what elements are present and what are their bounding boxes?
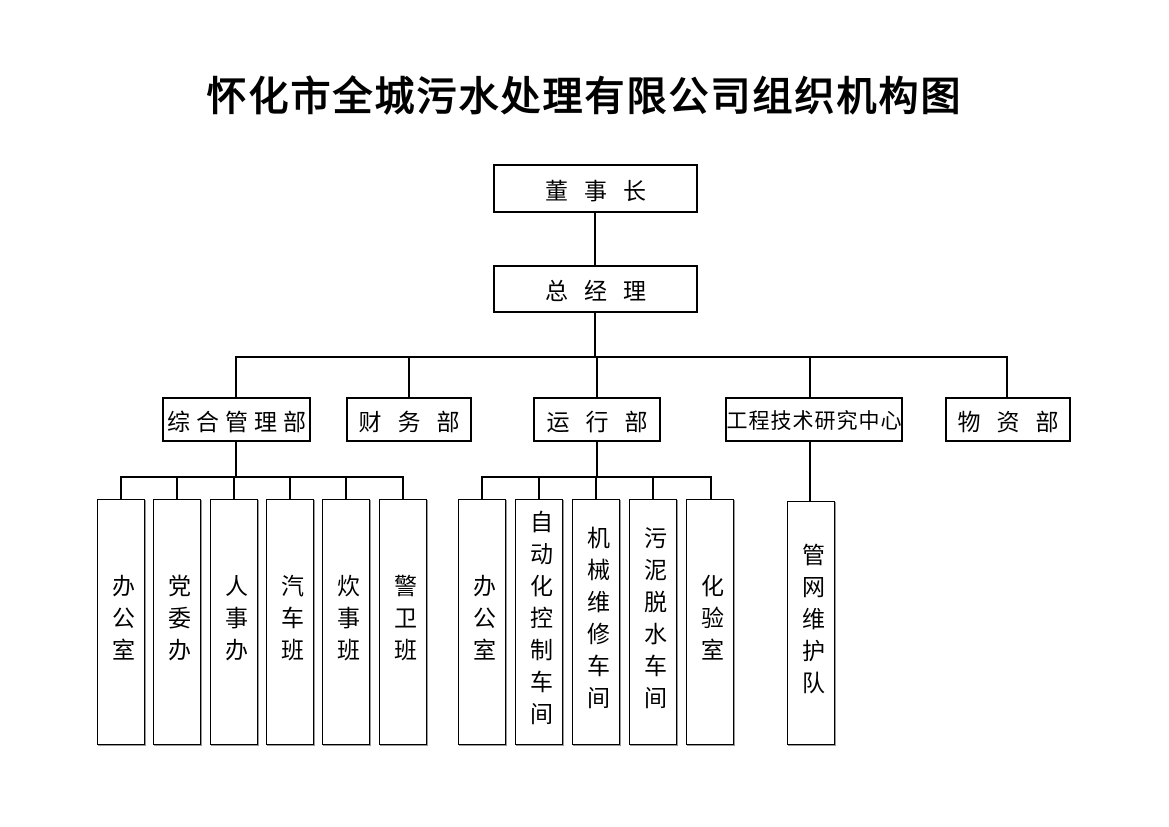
node-cooking-team-label: 炊事班 bbox=[333, 574, 359, 670]
connector-left-sub-rail bbox=[120, 476, 404, 478]
connector-drop-finance bbox=[408, 356, 410, 397]
node-general-manager: 总经理 bbox=[493, 265, 698, 313]
connector-drop-automation-workshop bbox=[538, 476, 540, 499]
node-personnel-office-label: 人事办 bbox=[221, 574, 247, 670]
connector-drop-general-management bbox=[235, 356, 237, 397]
node-personnel-office: 人事办 bbox=[210, 499, 258, 745]
node-cooking-team: 炊事班 bbox=[322, 499, 370, 745]
connector-drop-laboratory bbox=[710, 476, 712, 499]
node-automation-control-workshop: 自动化控制车间 bbox=[515, 499, 563, 745]
node-sludge-dewatering-workshop: 污泥脱水车间 bbox=[629, 499, 677, 745]
node-dept-engineering-research-center: 工程技术研究中心 bbox=[725, 397, 903, 442]
node-operations-office: 办公室 bbox=[458, 499, 506, 745]
node-operations-office-label: 办公室 bbox=[469, 574, 495, 670]
node-office-admin-label: 办公室 bbox=[108, 574, 134, 670]
node-mechanical-maintenance-workshop-label: 机械维修车间 bbox=[583, 526, 609, 718]
connector-drop-operations bbox=[596, 356, 598, 397]
node-pipe-network-maintenance-team-label: 管网维护队 bbox=[798, 543, 824, 703]
node-sludge-dewatering-workshop-label: 污泥脱水车间 bbox=[640, 526, 666, 718]
connector-operations-rail bbox=[596, 442, 598, 478]
node-automation-control-workshop-label: 自动化控制车间 bbox=[526, 510, 552, 734]
node-vehicle-team: 汽车班 bbox=[266, 499, 314, 745]
node-dept-operations: 运行部 bbox=[533, 397, 661, 442]
node-party-committee-office-label: 党委办 bbox=[164, 574, 190, 670]
connector-general-management-rail bbox=[235, 442, 237, 478]
node-pipe-network-maintenance-team: 管网维护队 bbox=[787, 501, 835, 745]
connector-drop-mechanical-workshop bbox=[595, 476, 597, 499]
node-guard-team: 警卫班 bbox=[379, 499, 427, 745]
node-office-admin: 办公室 bbox=[97, 499, 145, 745]
connector-engineering-pipe-team bbox=[809, 442, 811, 501]
connector-drop-operations-office bbox=[481, 476, 483, 499]
connector-chairman-gm bbox=[594, 213, 596, 265]
node-vehicle-team-label: 汽车班 bbox=[277, 574, 303, 670]
connector-drop-sludge-workshop bbox=[652, 476, 654, 499]
node-laboratory-label: 化验室 bbox=[697, 574, 723, 670]
connector-drop-party-committee bbox=[176, 476, 178, 499]
node-laboratory: 化验室 bbox=[686, 499, 734, 745]
connector-drop-personnel bbox=[233, 476, 235, 499]
node-chairman: 董事长 bbox=[493, 164, 698, 213]
connector-drop-engineering bbox=[809, 356, 811, 397]
connector-drop-vehicle-team bbox=[289, 476, 291, 499]
connector-drop-cooking-team bbox=[345, 476, 347, 499]
connector-drop-materials bbox=[1006, 356, 1008, 397]
node-dept-finance: 财务部 bbox=[346, 397, 472, 442]
connector-gm-rail bbox=[594, 313, 596, 358]
node-mechanical-maintenance-workshop: 机械维修车间 bbox=[572, 499, 620, 745]
page-title: 怀化市全城污水处理有限公司组织机构图 bbox=[206, 74, 963, 119]
connector-drop-guard-team bbox=[402, 476, 404, 499]
node-dept-materials: 物资部 bbox=[945, 397, 1071, 442]
node-guard-team-label: 警卫班 bbox=[390, 574, 416, 670]
node-dept-general-management: 综合管理部 bbox=[162, 397, 311, 442]
node-party-committee-office: 党委办 bbox=[153, 499, 201, 745]
connector-dept-rail bbox=[235, 356, 1008, 358]
connector-drop-office-admin bbox=[120, 476, 122, 499]
